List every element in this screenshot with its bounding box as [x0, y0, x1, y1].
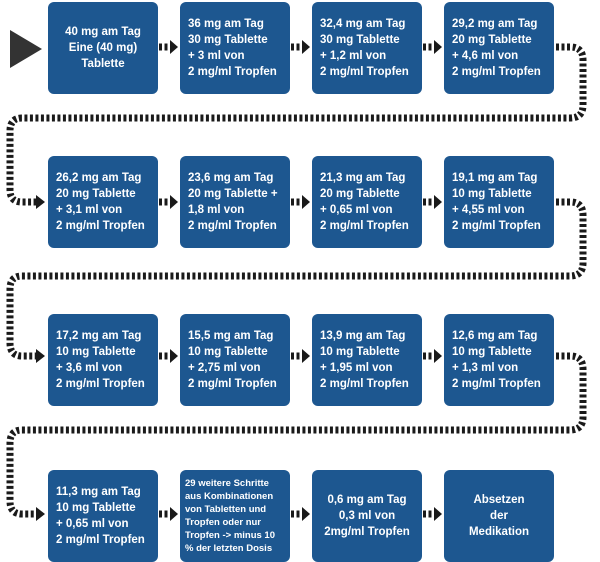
- step-line: 15,5 mg am Tag: [188, 330, 274, 342]
- step-line: 10 mg Tablette: [320, 346, 400, 358]
- step-line: 2 mg/ml Tropfen: [452, 378, 541, 390]
- step-line: 17,2 mg am Tag: [56, 330, 142, 342]
- step-line: 21,3 mg am Tag: [320, 172, 406, 184]
- step-line: % der letzten Dosis: [185, 543, 273, 554]
- step-line: 2 mg/ml Tropfen: [188, 220, 277, 232]
- turn-row1-to-row2: [6, 43, 587, 206]
- step-line: 2 mg/ml Tropfen: [452, 66, 541, 78]
- step-box: 29,2 mg am Tag 20 mg Tablette + 4,6 ml v…: [444, 2, 554, 94]
- step-box: 26,2 mg am Tag 20 mg Tablette + 3,1 ml v…: [48, 156, 158, 248]
- step-line: 20 mg Tablette: [320, 188, 400, 200]
- step-line: 26,2 mg am Tag: [56, 172, 142, 184]
- arrowheads-row2: [170, 195, 442, 209]
- step-line: + 4,6 ml von: [452, 50, 519, 62]
- step-line: 10 mg Tablette: [188, 346, 268, 358]
- step-line: 19,1 mg am Tag: [452, 172, 538, 184]
- step-box: 13,9 mg am Tag 10 mg Tablette + 1,95 ml …: [312, 314, 422, 406]
- step-line: 2 mg/ml Tropfen: [188, 66, 277, 78]
- step-line: 29,2 mg am Tag: [452, 18, 538, 30]
- step-line: + 1,3 ml von: [452, 362, 519, 374]
- step-line: Tropfen -> minus 10: [185, 530, 276, 541]
- step-line: + 0,65 ml von: [320, 204, 393, 216]
- step-line: 2 mg/ml Tropfen: [320, 220, 409, 232]
- step-line: von Tabletten und: [185, 504, 267, 515]
- step-line: 23,6 mg am Tag: [188, 172, 274, 184]
- turn-row2-to-row3: [6, 198, 587, 360]
- step-line: 2 mg/ml Tropfen: [320, 378, 409, 390]
- step-line: 1,8 ml von: [188, 204, 245, 216]
- step-box-more-steps: 29 weitere Schritte aus Kombinationen vo…: [180, 470, 290, 562]
- step-box: 12,6 mg am Tag 10 mg Tablette + 1,3 ml v…: [444, 314, 554, 406]
- step-line: 10 mg Tablette: [56, 502, 136, 514]
- step-line: 0,6 mg am Tag: [327, 494, 407, 506]
- step-line: 10 mg Tablette: [452, 188, 532, 200]
- step-line: + 3,6 ml von: [56, 362, 123, 374]
- step-line: Tablette: [81, 58, 125, 70]
- turn-row3-to-row4: [6, 352, 587, 518]
- step-box: 32,4 mg am Tag 30 mg Tablette + 1,2 ml v…: [312, 2, 422, 94]
- step-line: 13,9 mg am Tag: [320, 330, 406, 342]
- step-line: Tropfen oder nur: [185, 517, 261, 528]
- start-triangle: [10, 30, 42, 68]
- arrowheads-row4: [170, 507, 442, 521]
- step-line: 11,3 mg am Tag: [56, 486, 141, 498]
- step-line: 30 mg Tablette: [188, 34, 268, 46]
- step-box: 19,1 mg am Tag 10 mg Tablette + 4,55 ml …: [444, 156, 554, 248]
- arrowheads-row1: [170, 40, 442, 54]
- step-line: der: [490, 510, 508, 522]
- step-line: Eine (40 mg): [68, 42, 138, 54]
- turn-connectors: [6, 43, 587, 518]
- step-line: + 0,65 ml von: [56, 518, 129, 530]
- step-box: 11,3 mg am Tag 10 mg Tablette + 0,65 ml …: [48, 470, 158, 562]
- step-line: + 2,75 ml von: [188, 362, 261, 374]
- step-line: 10 mg Tablette: [56, 346, 136, 358]
- step-line: 2 mg/ml Tropfen: [56, 534, 145, 546]
- step-line: 12,6 mg am Tag: [452, 330, 538, 342]
- arrowheads-turns: [36, 195, 45, 521]
- step-line: 2 mg/ml Tropfen: [56, 378, 145, 390]
- step-box: 23,6 mg am Tag 20 mg Tablette + 1,8 ml v…: [180, 156, 290, 248]
- step-box: 21,3 mg am Tag 20 mg Tablette + 0,65 ml …: [312, 156, 422, 248]
- step-line: 32,4 mg am Tag: [320, 18, 406, 30]
- step-line: 2 mg/ml Tropfen: [56, 220, 145, 232]
- step-line: + 3 ml von: [188, 50, 245, 62]
- step-line: + 1,95 ml von: [320, 362, 393, 374]
- step-line: 30 mg Tablette: [320, 34, 400, 46]
- step-line: + 1,2 ml von: [320, 50, 387, 62]
- step-line: 2 mg/ml Tropfen: [320, 66, 409, 78]
- step-line: 10 mg Tablette: [452, 346, 532, 358]
- step-line: + 4,55 ml von: [452, 204, 525, 216]
- arrowheads-row3: [170, 349, 442, 363]
- step-line: aus Kombinationen: [185, 491, 274, 502]
- step-line: + 3,1 ml von: [56, 204, 123, 216]
- step-box-stop-medication: Absetzen der Medikation: [444, 470, 554, 562]
- step-line: 2 mg/ml Tropfen: [188, 378, 277, 390]
- step-line: Medikation: [468, 526, 530, 538]
- step-box: 17,2 mg am Tag 10 mg Tablette + 3,6 ml v…: [48, 314, 158, 406]
- step-line: Absetzen: [473, 494, 525, 506]
- step-line: 20 mg Tablette: [56, 188, 136, 200]
- step-box: 36 mg am Tag 30 mg Tablette + 3 ml von 2…: [180, 2, 290, 94]
- step-line: 40 mg am Tag: [65, 26, 141, 38]
- step-box: 0,6 mg am Tag 0,3 ml von 2mg/ml Tropfen: [312, 470, 422, 562]
- step-line: 20 mg Tablette +: [188, 188, 278, 200]
- step-line: 29 weitere Schritte: [185, 478, 269, 489]
- step-line: 2 mg/ml Tropfen: [452, 220, 541, 232]
- step-line: 0,3 ml von: [338, 510, 396, 522]
- step-line: 20 mg Tablette: [452, 34, 532, 46]
- step-line: 2mg/ml Tropfen: [324, 526, 410, 538]
- step-box: 40 mg am Tag Eine (40 mg) Tablette: [48, 2, 158, 94]
- step-box: 15,5 mg am Tag 10 mg Tablette + 2,75 ml …: [180, 314, 290, 406]
- step-line: 36 mg am Tag: [188, 18, 264, 30]
